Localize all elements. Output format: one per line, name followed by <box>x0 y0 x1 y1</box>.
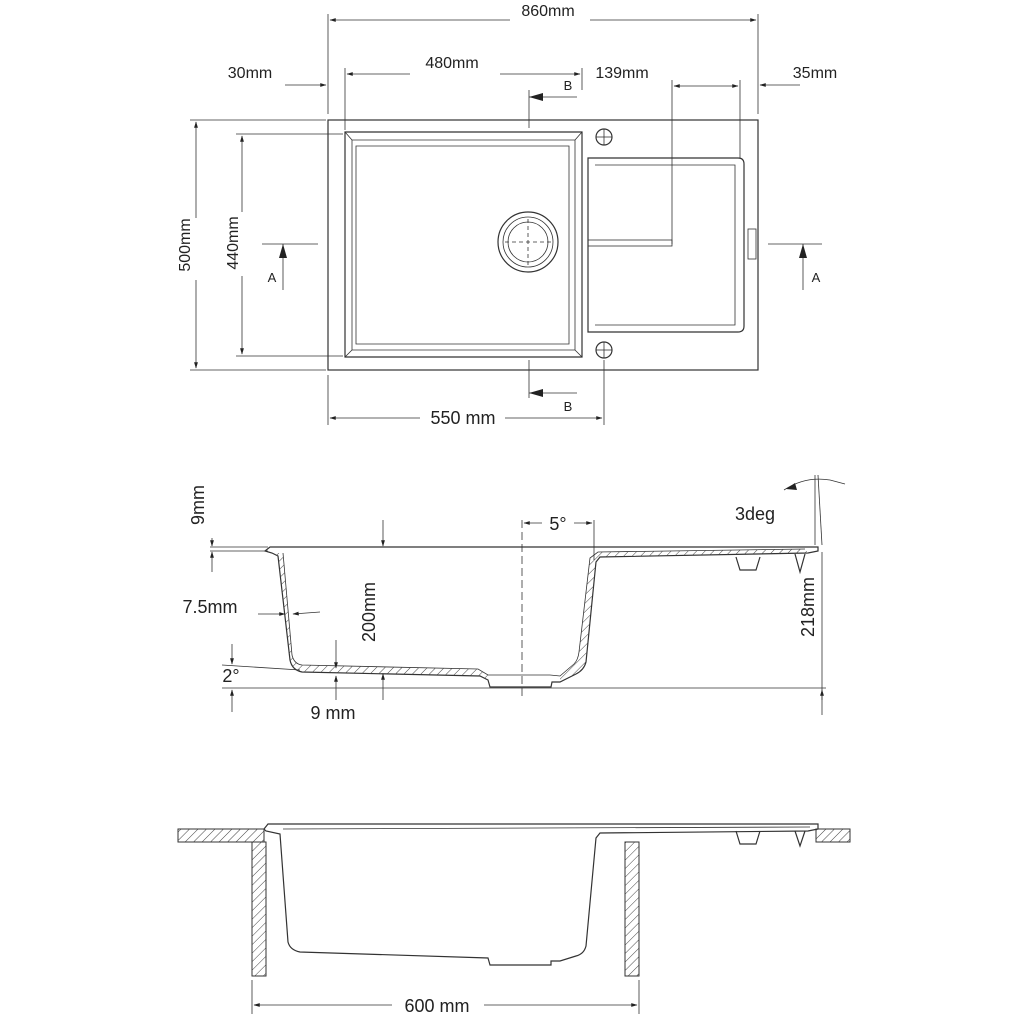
dim-wall-thickness: 7.5mm <box>182 597 237 617</box>
dim-wall-angle: 5° <box>549 514 566 534</box>
sink-installed-profile <box>263 823 819 966</box>
section-a-label: A <box>812 270 821 285</box>
dim-right-margin: 35mm <box>793 65 837 82</box>
dim-total-height: 218mm <box>798 577 818 637</box>
bowl-outline <box>344 131 583 358</box>
install-view: 600 mm <box>177 823 851 1016</box>
dim-bowl-height: 200mm <box>359 582 379 642</box>
drain-icon <box>497 211 559 273</box>
dim-drainer-angle: 3deg <box>735 504 775 524</box>
top-view: 860mm 30mm 480mm 139mm 35mm 500mm 440mm <box>177 3 837 428</box>
dim-rim-thickness: 9mm <box>188 485 208 525</box>
dim-floor-thickness: 9 mm <box>311 703 356 723</box>
dim-overall-depth: 500mm <box>177 218 194 271</box>
dim-left-margin: 30mm <box>228 65 272 82</box>
dim-floor-angle: 2° <box>222 666 239 686</box>
dim-drain-offset: 139mm <box>595 65 648 82</box>
cabinet-wall-right <box>624 841 640 977</box>
section-b-label: B <box>564 399 573 414</box>
dim-overall-width: 860mm <box>521 3 574 20</box>
bowl-inner <box>351 139 576 351</box>
overflow-slot-icon <box>747 228 757 260</box>
dim-cabinet-width: 550 mm <box>430 408 495 428</box>
dim-min-cabinet: 600 mm <box>404 996 469 1016</box>
section-a-label: A <box>268 270 277 285</box>
drainer-outline <box>587 157 745 333</box>
dim-bowl-width: 480mm <box>425 55 478 72</box>
section-view: 9mm 7.5mm 200mm 2° 9 mm 5° 3deg <box>182 474 846 723</box>
cabinet-wall-left <box>251 841 267 977</box>
dim-bowl-depth: 440mm <box>225 216 242 269</box>
sink-outline <box>327 119 759 371</box>
section-b-label: B <box>564 78 573 93</box>
